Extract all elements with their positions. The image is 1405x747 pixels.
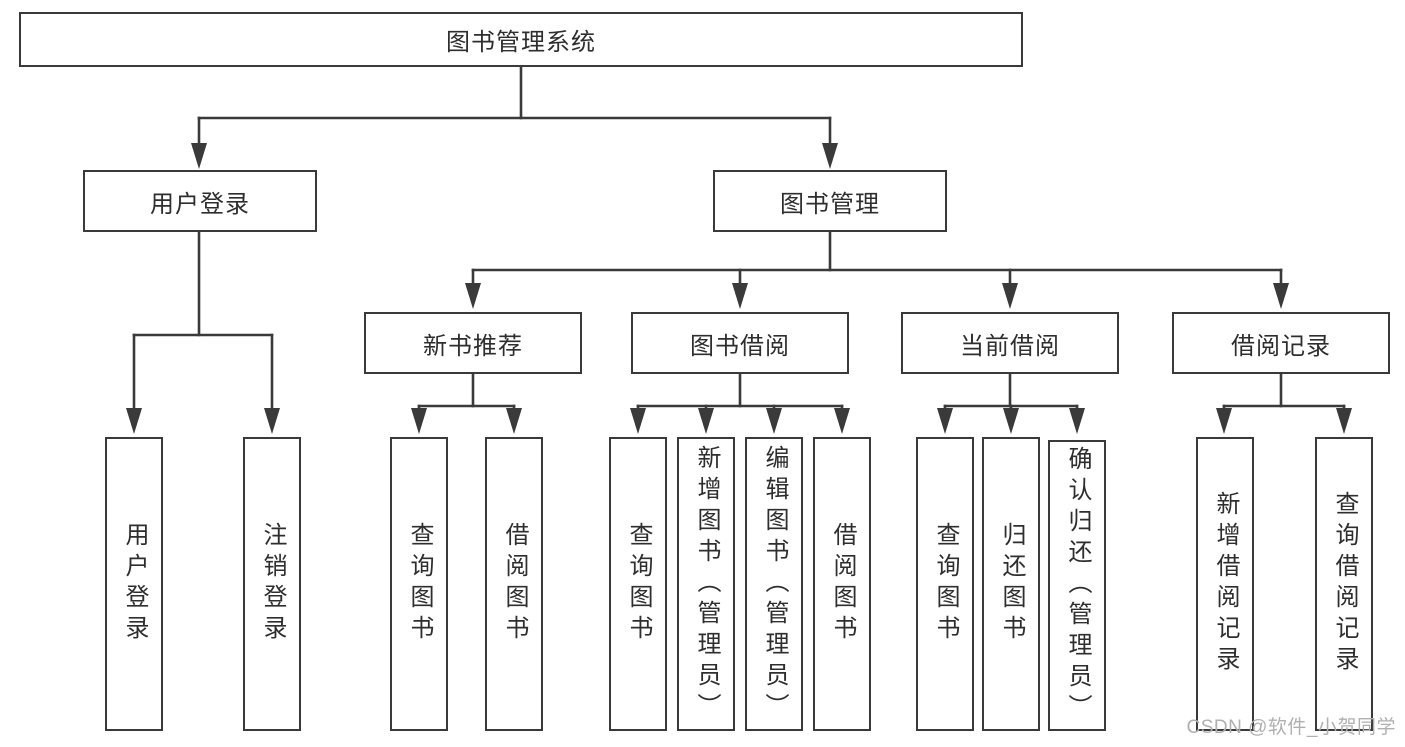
leaf-add-borrow-record: 新增借阅记录	[1196, 437, 1254, 731]
node-book-borrow-label: 图书借阅	[690, 332, 790, 360]
leaf-query-current-borrow: 查询图书	[916, 437, 974, 731]
node-borrow-records-label: 借阅记录	[1231, 332, 1331, 360]
leaf-logout: 注销登录	[243, 437, 301, 731]
connector-new-book-children	[411, 372, 522, 434]
leaf-confirm-return-admin: 确认归还（管理员）	[1048, 440, 1106, 731]
node-book-borrow: 图书借阅	[631, 312, 849, 374]
leaf-query-book-recommend: 查询图书	[390, 437, 448, 731]
node-new-book-recommend: 新书推荐	[364, 312, 582, 374]
connector-root-to-level2	[191, 65, 838, 169]
connector-book-management-children	[465, 230, 1289, 309]
node-new-book-recommend-label: 新书推荐	[423, 332, 523, 360]
connector-current-borrow-children	[937, 372, 1085, 434]
leaf-edit-book-admin: 编辑图书（管理员）	[745, 437, 803, 731]
node-root-system-label: 图书管理系统	[446, 29, 596, 56]
leaf-borrow-book-recommend: 借阅图书	[485, 437, 543, 731]
node-user-login: 用户登录	[83, 170, 317, 232]
leaf-query-borrow-record: 查询借阅记录	[1315, 437, 1373, 731]
connector-user-login-children	[126, 230, 280, 434]
leaf-query-book-borrow: 查询图书	[609, 437, 667, 731]
node-book-management-label: 图书管理	[780, 190, 880, 218]
node-user-login-label: 用户登录	[150, 190, 250, 218]
leaf-add-book-admin: 新增图书（管理员）	[677, 437, 735, 731]
leaf-user-login: 用户登录	[105, 437, 163, 731]
connector-book-borrow-children	[630, 372, 850, 434]
leaf-return-book: 归还图书	[982, 437, 1040, 731]
watermark: CSDN @软件_小贺同学	[1186, 717, 1396, 738]
node-borrow-records: 借阅记录	[1172, 312, 1390, 374]
node-current-borrow-label: 当前借阅	[960, 332, 1060, 360]
node-current-borrow: 当前借阅	[901, 312, 1119, 374]
node-book-management: 图书管理	[713, 170, 947, 232]
node-root-system: 图书管理系统	[19, 12, 1023, 67]
leaf-borrow-book: 借阅图书	[813, 437, 871, 731]
connector-borrow-record-children	[1216, 372, 1352, 434]
